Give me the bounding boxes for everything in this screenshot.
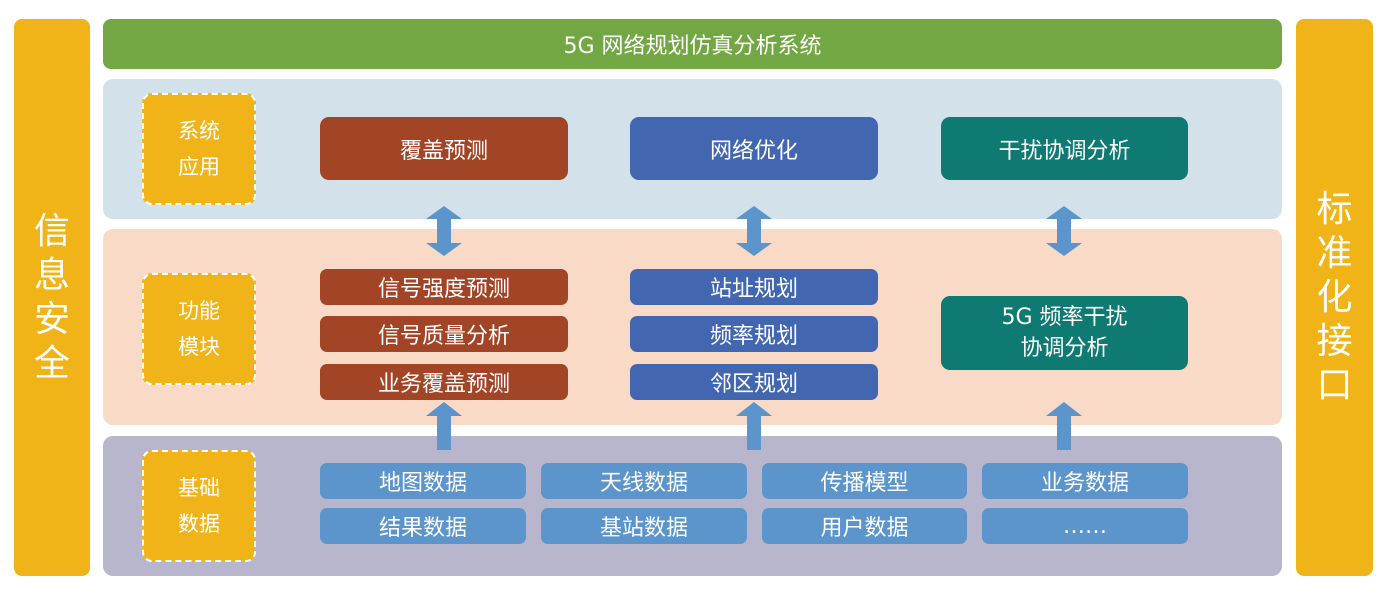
data-layer-tag: 基础数据 [142,450,256,562]
app-box-coverage-prediction: 覆盖预测 [320,117,568,180]
app-box-network-optimization: 网络优化 [630,117,878,180]
data-item-label: 地图数据 [378,471,467,496]
system-title: 5G 网络规划仿真分析系统 [563,34,822,59]
function-layer-label: 功能模块 [178,299,220,359]
function-item-frequency-planning: 频率规划 [630,316,878,352]
data-item-propagation-model: 传播模型 [762,463,967,499]
function-item-5g-interference: 5G 频率干扰 协调分析 [941,296,1188,370]
app-box-label: 干扰协调分析 [998,138,1131,164]
data-item-label: …… [1063,513,1107,539]
right-interface-pillar: 标准化接口 [1296,19,1373,576]
data-item-label: 传播模型 [820,471,909,496]
data-item-label: 用户数据 [820,516,909,541]
function-item-label-line1: 5G 频率干扰 [1001,305,1128,330]
application-layer-label: 系统应用 [178,119,220,179]
up-arrow-icon [426,402,462,450]
function-item-service-coverage: 业务覆盖预测 [320,364,568,400]
application-layer-tag: 系统应用 [142,93,256,205]
function-item-label: 邻区规划 [709,372,798,397]
function-item-label-line2: 协调分析 [1020,336,1109,361]
up-arrow-icon [736,402,772,450]
function-item-label: 站址规划 [709,277,798,302]
function-item-site-planning: 站址规划 [630,269,878,305]
function-layer-tag: 功能模块 [142,273,256,385]
data-layer-label: 基础数据 [178,476,220,536]
data-item-user: 用户数据 [762,508,967,544]
data-item-base-station: 基站数据 [541,508,747,544]
function-item-label: 业务覆盖预测 [377,372,510,397]
right-interface-label: 标准化接口 [1316,188,1353,406]
app-box-label: 覆盖预测 [399,138,488,164]
data-item-result: 结果数据 [320,508,526,544]
data-item-map: 地图数据 [320,463,526,499]
left-security-pillar: 信息安全 [14,19,90,576]
function-item-label: 频率规划 [709,324,798,349]
double-arrow-icon [426,206,462,256]
function-item-signal-quality: 信号质量分析 [320,316,568,352]
data-item-more: …… [982,508,1188,544]
data-item-label: 结果数据 [378,516,467,541]
data-item-service: 业务数据 [982,463,1188,499]
function-item-neighbor-planning: 邻区规划 [630,364,878,400]
up-arrow-icon [1046,402,1082,450]
data-item-antenna: 天线数据 [541,463,747,499]
data-layer [103,436,1282,576]
double-arrow-icon [736,206,772,256]
left-security-label: 信息安全 [33,210,70,384]
data-item-label: 基站数据 [599,516,688,541]
function-item-label: 信号质量分析 [377,324,510,349]
data-item-label: 业务数据 [1040,471,1129,496]
function-item-label: 信号强度预测 [377,277,510,302]
data-item-label: 天线数据 [599,471,688,496]
app-box-label: 网络优化 [709,138,798,164]
system-title-bar: 5G 网络规划仿真分析系统 [103,19,1282,69]
double-arrow-icon [1046,206,1082,256]
app-box-interference-analysis: 干扰协调分析 [941,117,1188,180]
function-item-signal-strength: 信号强度预测 [320,269,568,305]
